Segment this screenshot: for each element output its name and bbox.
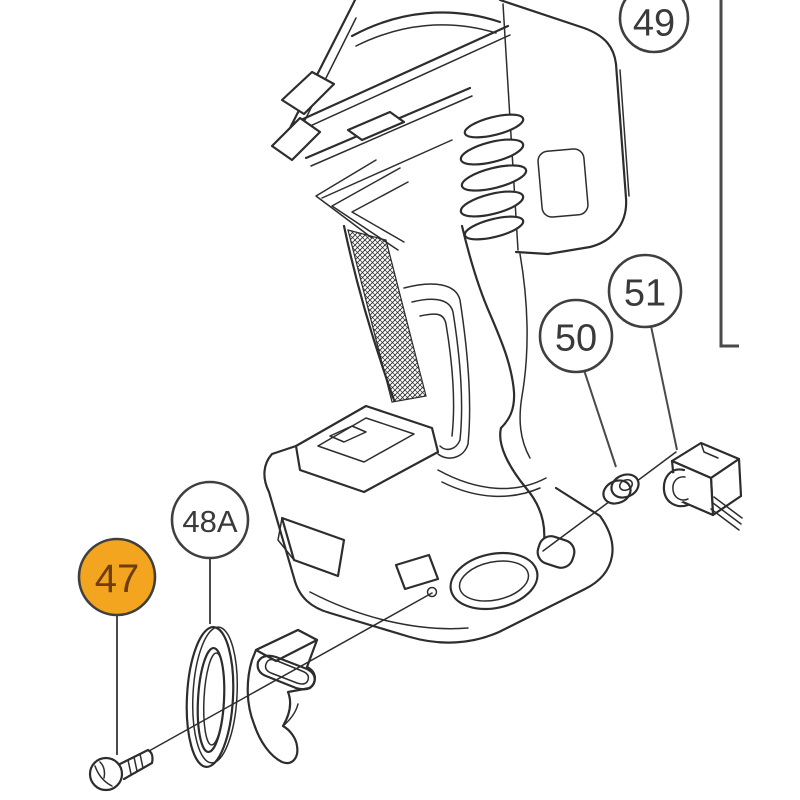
leader-line-50 <box>583 369 617 468</box>
callout-48a[interactable]: 48A <box>170 480 250 560</box>
hook-part[interactable] <box>183 625 319 769</box>
connector-wire <box>710 508 740 531</box>
base-step-line <box>277 517 295 561</box>
base-collar <box>294 404 440 494</box>
callout-48a-circle[interactable] <box>170 480 250 560</box>
callout-49-label: 49 <box>633 2 675 44</box>
base-collar-notch <box>329 425 367 443</box>
connector-tab <box>700 442 719 459</box>
rib <box>459 138 525 166</box>
callout-48a-label: 48A <box>182 504 237 539</box>
callout-50-circle[interactable] <box>538 298 614 374</box>
screw-head-slot <box>99 761 106 779</box>
callout-47-circle[interactable] <box>77 537 157 617</box>
hook-tab <box>254 628 319 663</box>
hook-detail <box>282 703 299 727</box>
base-oval-opening-inner <box>458 560 530 602</box>
housing-seam <box>310 95 473 167</box>
screw-head <box>88 756 124 792</box>
chevron-detail <box>351 181 409 243</box>
bracket-line-49 <box>719 0 739 348</box>
callout-49-circle[interactable] <box>618 0 690 54</box>
base-slot <box>394 553 440 591</box>
screw-thread <box>139 753 144 769</box>
rib <box>463 113 525 139</box>
housing-detail <box>355 24 497 47</box>
screw-head-slot <box>94 765 113 787</box>
callout-50[interactable]: 50 <box>538 298 614 374</box>
rib <box>460 164 528 192</box>
housing-part[interactable] <box>263 0 630 644</box>
housing-outline <box>286 0 357 134</box>
housing-seam <box>296 34 511 133</box>
ring-outer2 <box>191 626 239 764</box>
hook-slot-inner <box>264 658 310 685</box>
connector-mouth-fill <box>661 473 691 503</box>
battery-outline <box>498 0 628 256</box>
battery-seam <box>619 69 630 197</box>
screw-thread <box>133 756 138 772</box>
grip-seam <box>403 283 471 459</box>
base-oval-opening <box>449 551 539 611</box>
screw-shank <box>116 748 154 781</box>
latch-block <box>280 70 336 116</box>
callout-50-label: 50 <box>555 317 597 359</box>
base-step-block <box>280 516 346 578</box>
connector-part[interactable] <box>661 441 743 531</box>
nut-part[interactable] <box>596 466 646 512</box>
ring-inner2 <box>202 652 226 746</box>
connector-wire <box>712 502 742 525</box>
base-boss <box>536 535 576 569</box>
nut-front-rim <box>610 473 640 499</box>
grip-right-edge <box>460 224 516 430</box>
housing-seam <box>321 139 453 199</box>
grip-seam <box>419 313 455 437</box>
leader-line-51 <box>650 325 678 451</box>
callout-47-highlighted[interactable]: 47 <box>77 537 157 617</box>
screw-hole <box>426 586 438 598</box>
latch-block <box>346 110 406 142</box>
grip-rear-line <box>519 253 531 459</box>
housing-detail <box>350 11 502 38</box>
rib <box>459 190 525 218</box>
base-saddle <box>441 481 541 498</box>
base-saddle <box>437 469 547 490</box>
ring-outer <box>185 625 235 769</box>
chevron-detail <box>315 159 377 239</box>
latch-block <box>270 116 322 162</box>
hook-slot-outer <box>256 654 316 691</box>
grip-seam <box>411 298 463 451</box>
nut-hole <box>618 478 634 492</box>
callout-51[interactable]: 51 <box>607 253 683 329</box>
connector-mouth-outer <box>662 468 690 508</box>
ribbed-mount <box>459 113 528 241</box>
callout-51-label: 51 <box>624 272 666 314</box>
battery-panel <box>537 148 589 218</box>
callout-49[interactable]: 49 <box>618 0 690 54</box>
base-bottom-line <box>309 591 469 630</box>
chevron-detail <box>331 167 401 251</box>
connector-mouth-inner <box>672 476 689 501</box>
screw-part[interactable] <box>88 748 154 792</box>
grip-to-base-edge <box>499 426 546 544</box>
connector-wire <box>713 496 743 519</box>
axis-line-screw <box>139 592 433 757</box>
grip-texture <box>347 229 427 403</box>
callout-51-circle[interactable] <box>607 253 683 329</box>
callout-47-label: 47 <box>95 557 140 601</box>
housing-seam <box>290 24 510 126</box>
base-outline <box>263 444 614 644</box>
screw-thread <box>127 759 132 775</box>
